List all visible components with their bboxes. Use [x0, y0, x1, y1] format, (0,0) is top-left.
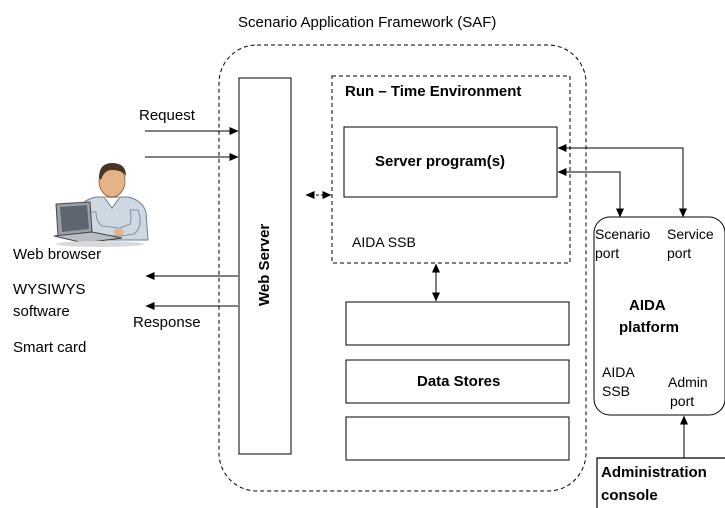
data-store-box-1 — [345, 301, 570, 346]
server-service-port-arrow — [557, 144, 687, 218]
admin-port-label-1: Admin — [668, 374, 708, 390]
runtime-ssb-label: AIDA SSB — [352, 234, 416, 250]
diagram-title: Scenario Application Framework (SAF) — [238, 14, 497, 31]
web-server-label: Web Server — [256, 223, 273, 306]
server-program-label: Server program(s) — [375, 153, 506, 170]
service-port-label-2: port — [667, 245, 692, 261]
web-browser-label: Web browser — [13, 246, 102, 263]
wysiwys-label: WYSIWYS — [13, 281, 86, 298]
scenario-port-label-2: port — [595, 245, 620, 261]
request-label: Request — [139, 107, 195, 124]
data-store-box-3 — [345, 416, 570, 461]
user-at-laptop-icon — [53, 163, 149, 247]
data-store-box-2 — [345, 359, 570, 404]
runtime-environment-title: Run – Time Environment — [345, 83, 522, 100]
platform-ssb-label-1: AIDA — [602, 364, 635, 380]
admin-console-label-2: console — [601, 487, 658, 504]
smart-card-label: Smart card — [13, 339, 87, 356]
saf-boundary — [218, 44, 587, 492]
admin-port-label-2: port — [670, 393, 695, 409]
data-stores-label: Data Stores — [417, 373, 501, 390]
software-label: software — [13, 303, 70, 320]
admin-console-label-1: Administration — [601, 464, 707, 481]
service-port-label-1: Service — [667, 226, 714, 242]
response-label: Response — [133, 314, 201, 331]
scenario-port-label-1: Scenario — [595, 226, 651, 242]
aida-platform-label-1: AIDA — [629, 297, 666, 314]
server-program-box — [343, 126, 558, 198]
web-server-box — [238, 77, 292, 455]
admin-console-box — [596, 457, 725, 508]
platform-ssb-label-2: SSB — [602, 383, 631, 399]
aida-platform-label-2: platform — [619, 319, 679, 336]
server-scenario-port-arrow — [557, 168, 624, 218]
